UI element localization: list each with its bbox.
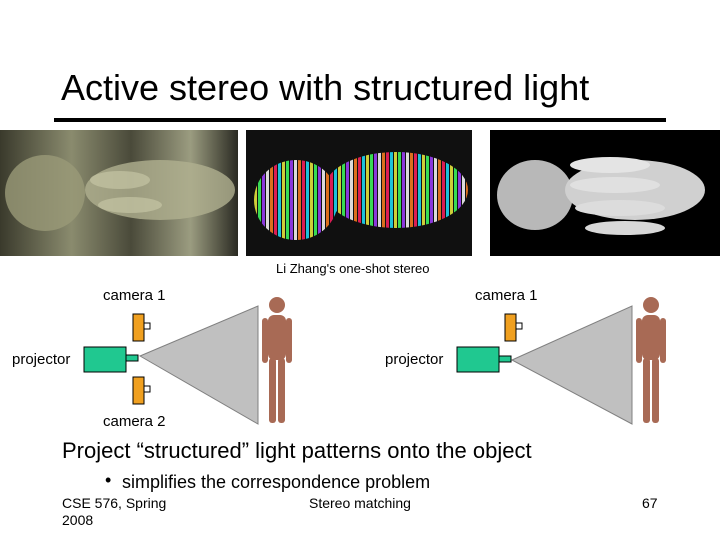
left-camera-1 [133,314,144,341]
left-camera-2-lens [144,386,150,392]
right-human-figure [636,297,666,423]
bullet-marker: • [105,470,111,491]
left-light-cone [140,306,258,424]
left-camera-1-label: camera 1 [103,287,166,304]
footer-page-number: 67 [642,495,658,511]
left-projector-label: projector [12,351,70,368]
left-projector [84,347,126,372]
right-projector-label: projector [385,351,443,368]
sub-bullet: simplifies the correspondence problem [122,472,430,493]
left-human-figure [262,297,292,423]
right-projector-lens [499,356,511,362]
left-camera-1-lens [144,323,150,329]
right-camera-1-lens [516,323,522,329]
main-point: Project “structured” light patterns onto… [62,438,532,464]
right-projector [457,347,499,372]
footer-topic: Stereo matching [309,495,411,511]
footer-course: CSE 576, Spring 2008 [62,495,182,529]
right-light-cone [512,306,632,424]
right-camera-1-label: camera 1 [475,287,538,304]
right-camera-1 [505,314,516,341]
left-camera-2 [133,377,144,404]
left-camera-2-label: camera 2 [103,413,166,430]
left-projector-lens [126,355,138,361]
